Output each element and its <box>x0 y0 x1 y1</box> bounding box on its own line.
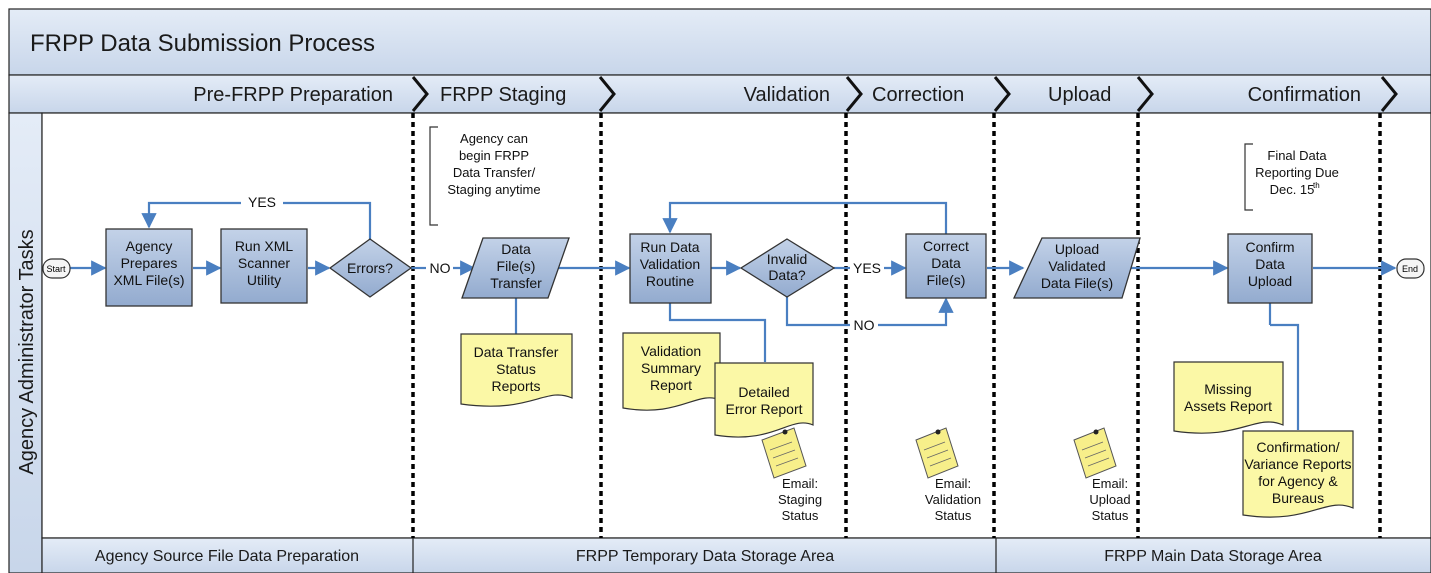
phase-label-staging: FRPP Staging <box>440 84 566 106</box>
phase-label-correction: Correction <box>872 84 964 106</box>
phase-divider-1 <box>411 76 429 112</box>
sticky-note-icon <box>915 427 959 479</box>
phase-label-confirmation: Confirmation <box>1248 84 1361 106</box>
edge-label-no-staging: NO <box>430 260 451 276</box>
phase-divider-6 <box>1380 76 1398 112</box>
svg-text:Errors?: Errors? <box>347 260 393 276</box>
phase-divider-4 <box>993 76 1011 112</box>
title-band <box>8 8 1431 76</box>
deadline-note-superscript: th <box>1313 181 1320 190</box>
phase-label-upload: Upload <box>1048 84 1111 106</box>
storage-area-main: FRPP Main Data Storage Area <box>1104 548 1322 565</box>
edge-label-yes-loop: YES <box>248 194 276 210</box>
phase-divider-2 <box>598 76 616 112</box>
phase-band <box>8 74 1431 114</box>
phase-divider-5 <box>1136 76 1154 112</box>
sticky-note-icon <box>1073 427 1117 479</box>
edge-label-no-bottom: NO <box>854 317 875 333</box>
diagram-title: FRPP Data Submission Process <box>30 30 375 57</box>
lane-label: Agency Administrator Tasks <box>16 229 38 474</box>
errors-decision: Errors? <box>328 238 413 298</box>
edge-label-yes-correct: YES <box>853 260 881 276</box>
storage-area-agency: Agency Source File Data Preparation <box>95 548 359 565</box>
deadline-note-bracket <box>1244 143 1253 211</box>
phase-label-prep: Pre-FRPP Preparation <box>193 84 393 106</box>
end-terminal: End <box>1396 258 1425 279</box>
svg-text:End: End <box>1402 264 1418 274</box>
storage-area-temporary: FRPP Temporary Data Storage Area <box>576 548 834 565</box>
phase-divider-3 <box>845 76 863 112</box>
sticky-note-icon <box>761 427 807 479</box>
storage-band <box>41 537 1431 573</box>
start-terminal: Start <box>42 258 71 279</box>
svg-text:Start: Start <box>46 264 66 274</box>
phase-label-validation: Validation <box>744 84 830 106</box>
lane-area <box>41 112 1431 539</box>
lane-label-band <box>8 112 43 573</box>
staging-note-bracket <box>429 126 438 226</box>
